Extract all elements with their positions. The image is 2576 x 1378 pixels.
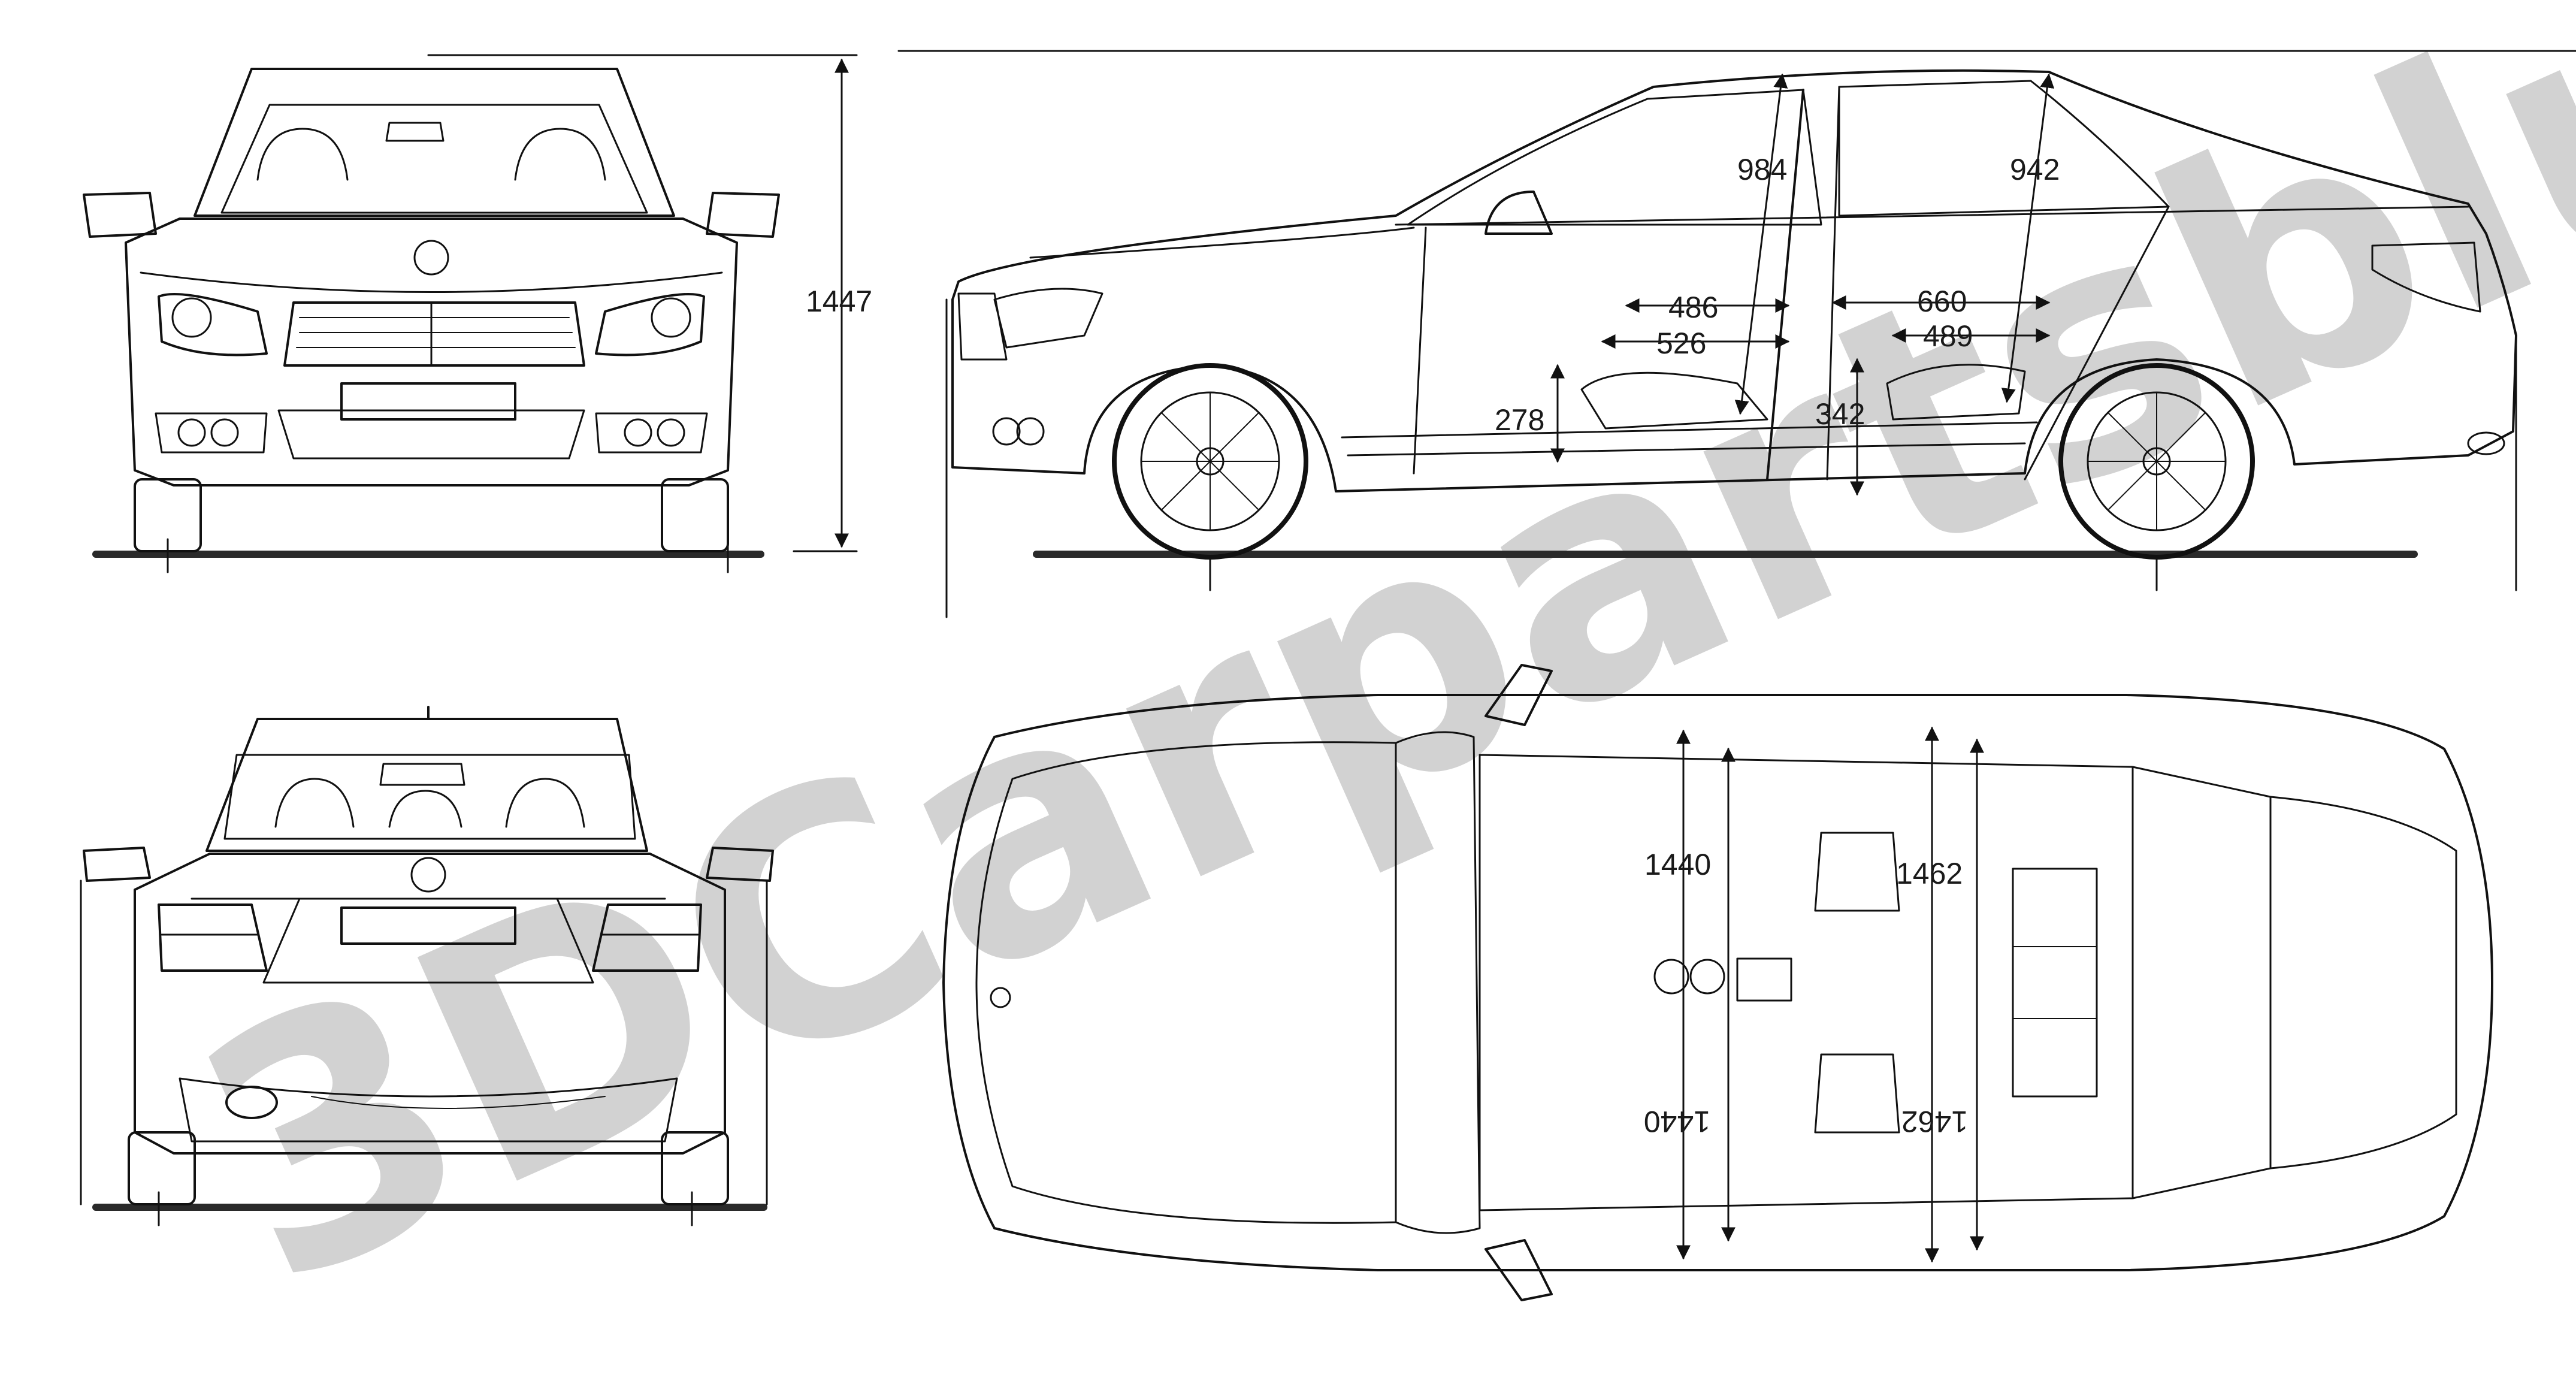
watermark: 3DCarpartsblueprints: [149, 0, 2576, 1361]
top-view: [942, 664, 2493, 1301]
rear-elbow-width-label: 1440: [1644, 1105, 1710, 1138]
watermark-text: 3DCarpartsblueprints: [149, 0, 2576, 1361]
rear-wheel: [2058, 363, 2255, 560]
side-view: [897, 50, 2576, 618]
rear-seat-cushion-label: 489: [1923, 319, 1973, 353]
front-elbow-width-label: 1440: [1644, 848, 1711, 881]
rear-legroom-label: 660: [1917, 285, 1967, 318]
front-view: [83, 54, 858, 573]
front-seat-height-label: 278: [1495, 403, 1544, 437]
rear-star-logo: [410, 857, 446, 893]
rear-shoulder-width-label: 1462: [1901, 1105, 1968, 1138]
front-shoulder-width-label: 1462: [1896, 857, 1963, 890]
front-seat-cushion-label: 526: [1656, 327, 1706, 360]
front-wheel: [1112, 363, 1308, 560]
front-seat-depth-label: 486: [1668, 291, 1718, 324]
front-headroom-arrow: [1734, 73, 1788, 415]
overall-height-label: 1447: [806, 285, 872, 318]
front-star-logo: [413, 240, 449, 276]
front-plate: [340, 382, 516, 421]
rear-view: [80, 706, 774, 1226]
rear-seat-height-label: 342: [1815, 397, 1865, 431]
front-headroom-label: 984: [1737, 153, 1787, 186]
hood-star-logo: [990, 987, 1011, 1008]
rear-plate: [340, 906, 516, 945]
rear-headroom-arrow: [2001, 73, 2055, 403]
rear-headroom-label: 942: [2010, 153, 2060, 186]
